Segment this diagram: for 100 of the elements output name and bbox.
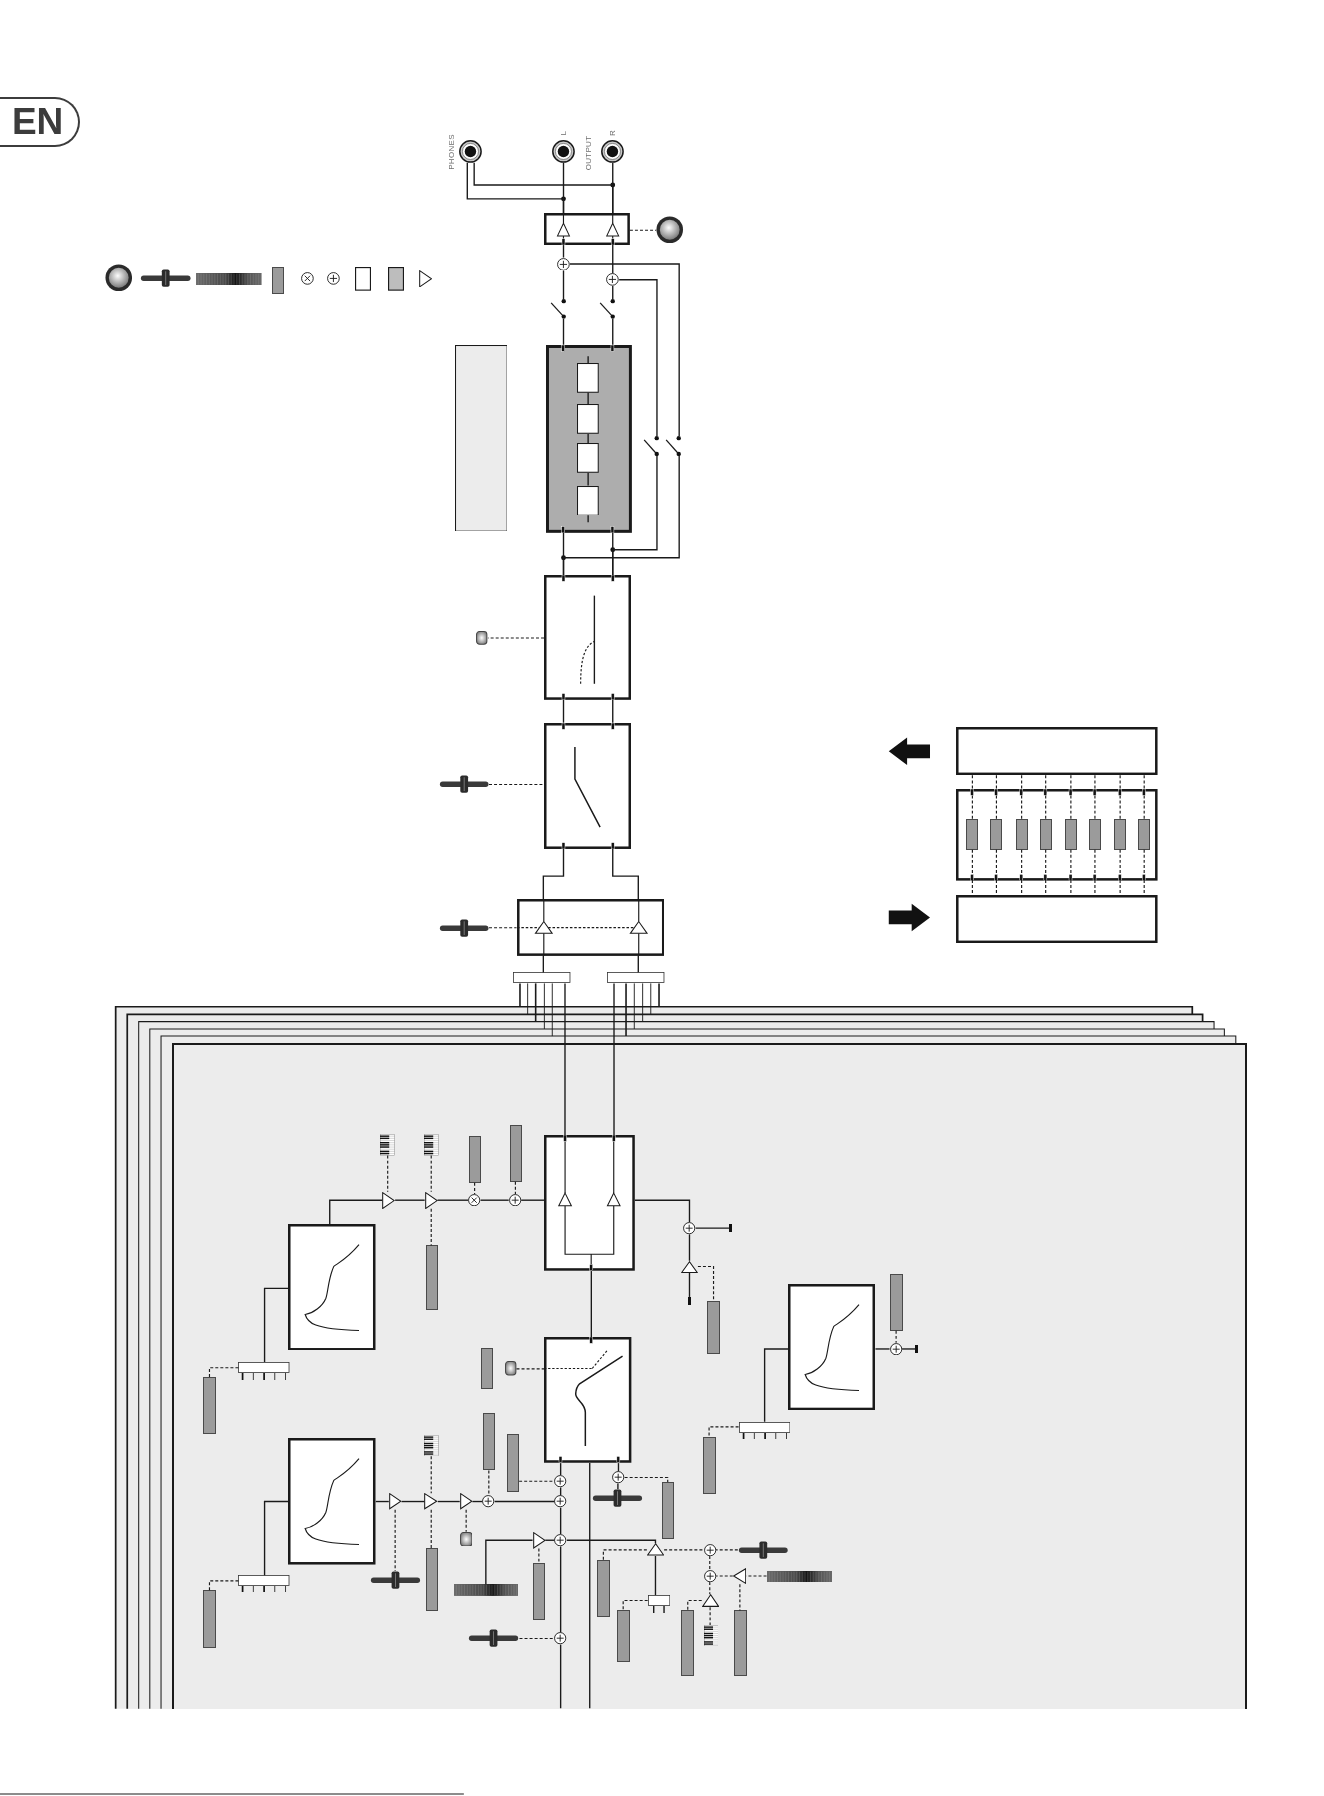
signal-line	[562, 161, 565, 214]
summing-junction	[703, 1543, 716, 1556]
dashed-line	[515, 1368, 545, 1370]
terminal-mark	[688, 1296, 691, 1305]
jack-label: L	[559, 131, 568, 136]
dashed-line	[709, 1606, 711, 1626]
curve-box	[788, 1284, 876, 1411]
module-box	[577, 443, 599, 473]
language-tab	[0, 97, 81, 147]
signal-line	[479, 1199, 510, 1201]
summing-junction	[703, 1569, 716, 1583]
slider-bar	[707, 1300, 720, 1354]
signal-line	[542, 955, 545, 974]
signal-line	[688, 1233, 691, 1262]
signal-line	[394, 1199, 426, 1201]
summing-junction	[612, 1471, 625, 1484]
slider-bar	[966, 818, 979, 850]
signal-line	[485, 1539, 534, 1585]
amplifier-triangle	[532, 1531, 546, 1549]
process-box	[544, 722, 632, 849]
process-box	[956, 727, 1158, 776]
dashed-line	[715, 1575, 734, 1577]
jack-label: R	[608, 130, 617, 137]
signal-line	[520, 1199, 545, 1201]
signal-line	[400, 1500, 426, 1503]
slider-bar	[468, 1135, 481, 1183]
slider-bar	[1138, 818, 1151, 850]
amplifier-triangle	[388, 1493, 402, 1510]
fader-icon	[468, 1629, 520, 1648]
signal-line	[617, 1482, 619, 1491]
dashed-line	[602, 1549, 648, 1561]
summing-junction	[554, 1495, 567, 1508]
dashed-line	[487, 637, 545, 639]
dashed-line	[430, 1208, 432, 1246]
connector-strip	[607, 972, 665, 984]
slider-bar	[203, 1377, 216, 1435]
dashed-line	[538, 1548, 540, 1564]
signal-line	[562, 699, 565, 724]
amplifier-triangle	[382, 1191, 396, 1209]
dashed-line	[1143, 774, 1145, 820]
signal-line	[559, 1545, 562, 1633]
jack-icon	[459, 139, 483, 163]
dashed-line	[1045, 849, 1047, 896]
dashed-line	[1094, 849, 1096, 896]
slider-strip-icon	[454, 1584, 519, 1597]
slider-bar	[482, 1412, 496, 1471]
amplifier-triangle	[424, 1493, 438, 1510]
jack-label: OUTPUT	[585, 135, 594, 171]
tab-label: EN	[11, 103, 64, 141]
dashed-line	[465, 1509, 467, 1533]
multiplier-junction	[468, 1194, 481, 1207]
dashed-line	[394, 1509, 396, 1572]
signal-line	[590, 1270, 592, 1339]
dashed-line	[971, 849, 973, 896]
slider-bar	[733, 1610, 747, 1677]
dashed-line	[1070, 774, 1072, 820]
amplifier-box	[516, 899, 665, 956]
summing-junction	[606, 273, 620, 287]
dashed-line	[514, 1181, 516, 1195]
jack-icon	[552, 139, 575, 163]
amplifier-triangle	[681, 1260, 698, 1273]
dashed-line	[1119, 849, 1121, 896]
signal-line	[375, 1500, 390, 1503]
signal-line	[617, 1462, 620, 1472]
knob-icon	[656, 216, 684, 244]
dashed-line	[624, 1476, 669, 1483]
led-icon	[505, 1361, 517, 1376]
dashed-line	[430, 1155, 432, 1193]
signal-line	[471, 1500, 483, 1503]
summing-junction	[554, 1475, 567, 1488]
switch-icon	[549, 299, 566, 319]
signal-line	[569, 263, 680, 437]
summing-junction	[554, 1534, 567, 1547]
signal-line	[654, 1555, 657, 1596]
slider-bar	[425, 1245, 438, 1310]
amplifier-triangle	[424, 1191, 438, 1209]
signal-line	[329, 1199, 383, 1225]
signal-line	[874, 1348, 891, 1350]
dashed-line	[1070, 849, 1072, 896]
terminal-mark	[729, 1223, 732, 1233]
dashed-line	[208, 1367, 239, 1378]
signal-line	[559, 1462, 562, 1476]
signal-line	[564, 982, 566, 1137]
terminal-mark	[915, 1345, 919, 1353]
signal-line	[612, 285, 614, 300]
signal-line	[559, 1507, 562, 1535]
summing-junction	[889, 1342, 902, 1356]
dashed-line	[1119, 774, 1121, 820]
curve-box	[544, 1337, 632, 1464]
jack-icon	[601, 139, 625, 163]
dashed-line	[1021, 849, 1023, 896]
signal-line	[437, 1500, 461, 1503]
dashed-line	[488, 783, 545, 786]
slider-bar	[702, 1436, 716, 1494]
connector-strip	[238, 1575, 290, 1593]
signal-line	[612, 699, 614, 724]
dashed-line	[687, 1599, 703, 1611]
channel-panel	[172, 1043, 1248, 1709]
slider-bar	[480, 1347, 494, 1390]
processor-block	[546, 344, 633, 533]
